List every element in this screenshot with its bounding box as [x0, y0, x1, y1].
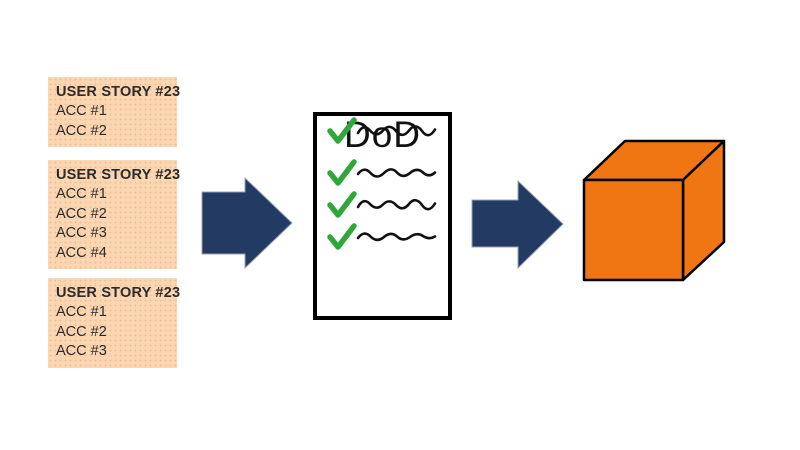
acceptance-criteria-item: ACC #2 — [56, 205, 107, 222]
increment-cube-icon — [582, 139, 726, 282]
dod-title: DoD — [343, 114, 422, 155]
squiggle-line-icon — [356, 198, 437, 211]
acceptance-criteria-item: ACC #2 — [56, 323, 107, 340]
arrow-shape — [201, 176, 293, 270]
checklist-row — [327, 117, 437, 144]
user-story-card: USER STORY #23 ACC #1 ACC #2 — [48, 77, 181, 147]
acceptance-criteria-item: ACC #3 — [56, 225, 107, 241]
check-icon — [327, 117, 357, 144]
acceptance-criteria-item: ACC #1 — [56, 103, 107, 119]
acceptance-criteria-item: ACC #1 — [56, 304, 107, 320]
check-icon — [327, 223, 357, 250]
squiggle-line-icon — [356, 232, 437, 242]
user-story-card: USER STORY #23 ACC #1 ACC #2 ACC #3 — [48, 278, 181, 368]
right-arrow-icon — [471, 179, 564, 270]
user-story-title: USER STORY #23 — [56, 84, 181, 100]
checklist-row — [327, 191, 437, 218]
checklist-row — [327, 223, 437, 250]
user-story-title: USER STORY #23 — [56, 285, 181, 301]
check-icon — [327, 159, 357, 186]
acceptance-criteria-item: ACC #1 — [56, 186, 107, 202]
dod-document: DoD — [313, 112, 452, 320]
user-story-card: USER STORY #23 ACC #1 ACC #2 ACC #3 ACC … — [48, 160, 181, 269]
checklist-row — [327, 159, 437, 186]
check-icon — [327, 191, 357, 218]
arrow-shape — [471, 179, 564, 270]
squiggle-line-icon — [356, 125, 437, 137]
user-story-title: USER STORY #23 — [56, 167, 181, 183]
cube-front-face — [582, 178, 685, 282]
acceptance-criteria-item: ACC #4 — [56, 244, 107, 261]
acceptance-criteria-item: ACC #3 — [56, 343, 107, 359]
acceptance-criteria-item: ACC #2 — [56, 122, 107, 139]
squiggle-line-icon — [356, 168, 437, 178]
right-arrow-icon — [201, 176, 293, 270]
